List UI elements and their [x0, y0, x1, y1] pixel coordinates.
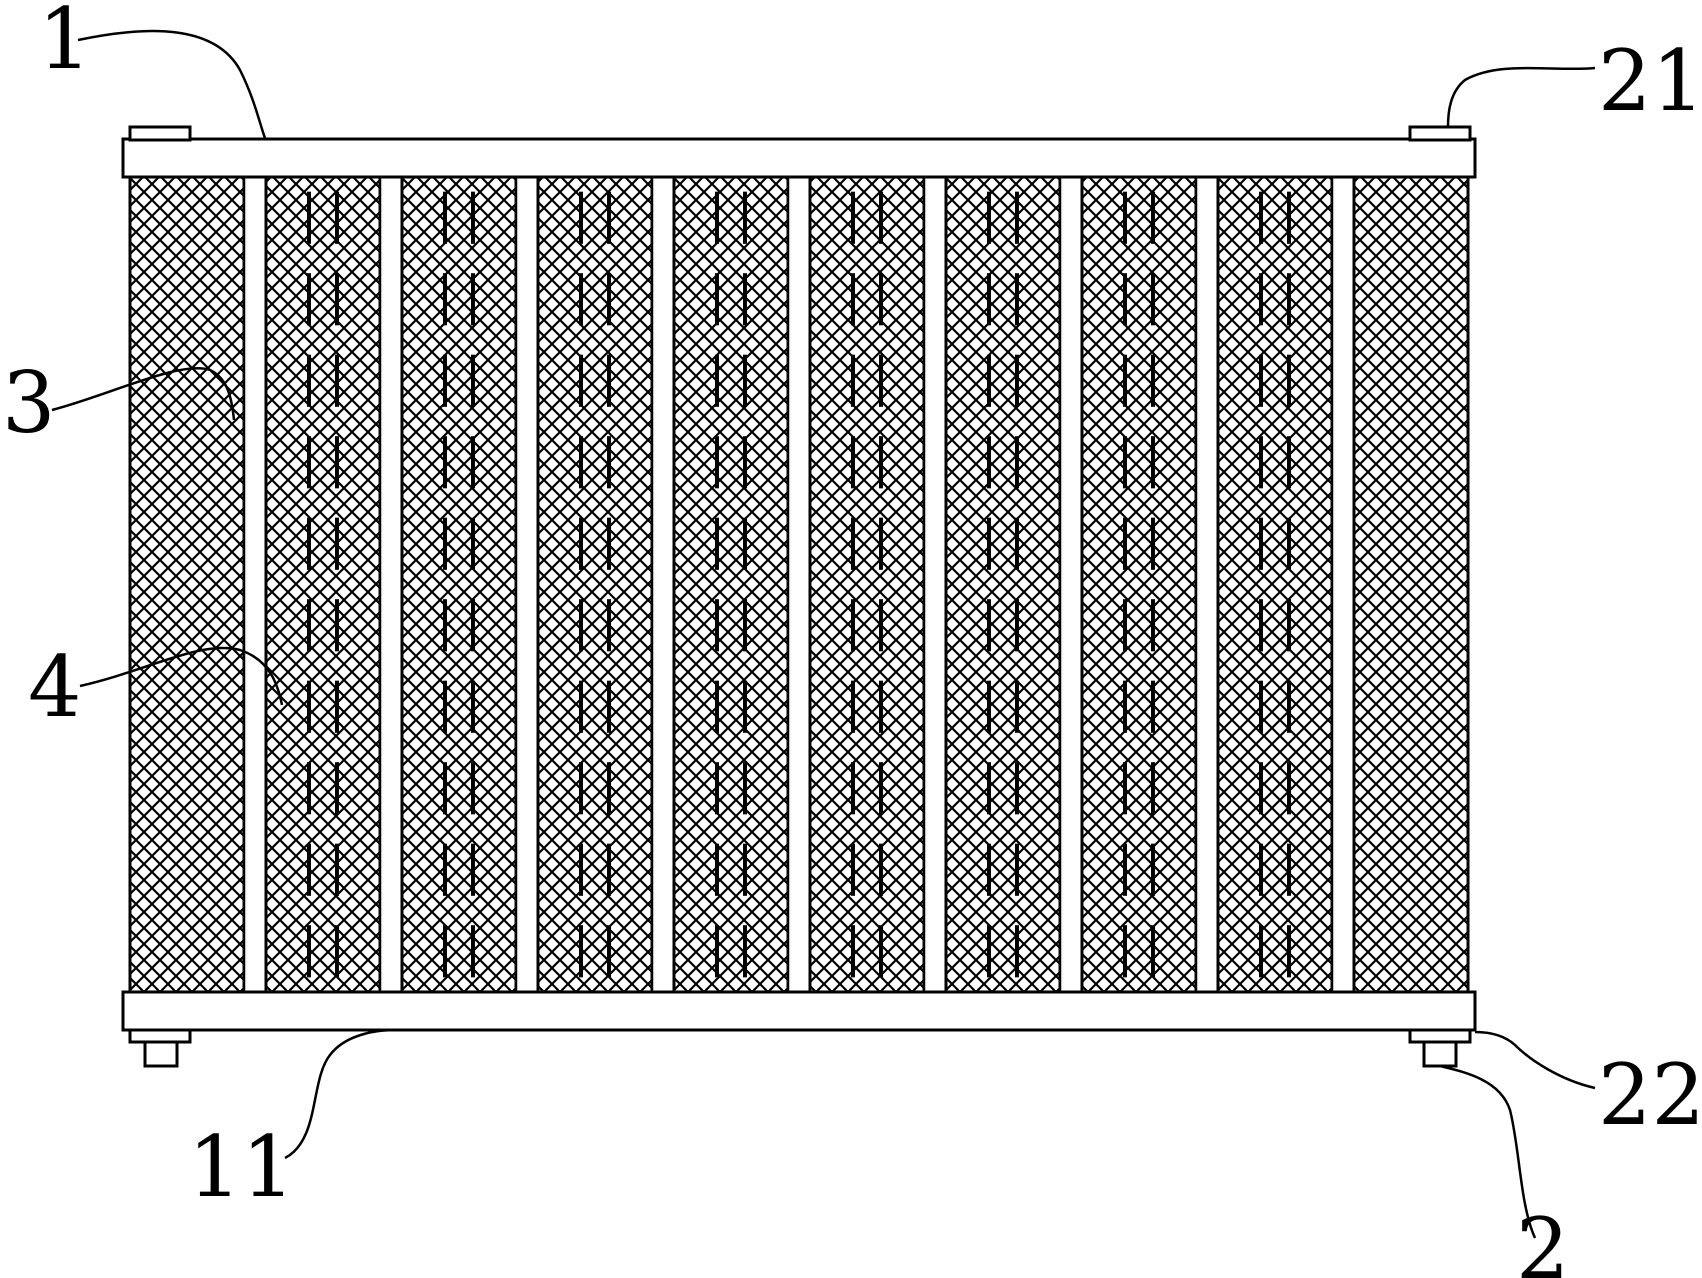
leader-line-11 — [284, 1028, 396, 1160]
outlet-fitting-flange — [1408, 1028, 1472, 1044]
leader-line-3 — [51, 367, 236, 421]
label-outlet-fitting: 22 — [1598, 1046, 1702, 1144]
label-slot: 4 — [28, 638, 81, 736]
top-left-fitting — [128, 125, 192, 142]
tube-3 — [400, 175, 518, 994]
tube-gap-1 — [242, 175, 268, 994]
tube-8 — [1080, 175, 1198, 994]
outlet-fitting-nozzle — [1422, 1040, 1458, 1068]
label-inlet-fitting: 21 — [1598, 32, 1702, 130]
tube-gap-2 — [378, 175, 404, 994]
tube-gap-5 — [786, 175, 812, 994]
leader-line-2 — [1439, 1064, 1537, 1239]
inlet-fitting — [1408, 125, 1472, 142]
tube-10 — [1352, 175, 1470, 994]
tube-2 — [264, 175, 382, 994]
tube-gap-6 — [922, 175, 948, 994]
tube-gap-8 — [1194, 175, 1220, 994]
leader-line-21 — [1446, 66, 1596, 128]
leader-line-1 — [77, 29, 267, 139]
label-gap: 3 — [2, 354, 55, 452]
label-header-top: 1 — [38, 0, 91, 88]
tube-gap-9 — [1330, 175, 1356, 994]
top-header-plate — [121, 137, 1477, 179]
bottom-left-fitting-nozzle — [143, 1040, 179, 1068]
bottom-left-fitting-flange — [128, 1028, 192, 1044]
tube-9 — [1216, 175, 1334, 994]
tube-5 — [672, 175, 790, 994]
bottom-header-plate — [121, 990, 1477, 1032]
tube-gap-4 — [650, 175, 676, 994]
tube-7 — [944, 175, 1062, 994]
label-bottom-connector: 2 — [1516, 1200, 1569, 1278]
leader-line-22 — [1474, 1030, 1596, 1090]
radiator-core — [128, 175, 1470, 994]
tube-1 — [128, 175, 246, 994]
tube-gap-7 — [1058, 175, 1084, 994]
tube-6 — [808, 175, 926, 994]
tube-4 — [536, 175, 654, 994]
leader-line-4 — [79, 646, 284, 706]
tube-gap-3 — [514, 175, 540, 994]
label-header-bottom: 11 — [188, 1118, 295, 1216]
